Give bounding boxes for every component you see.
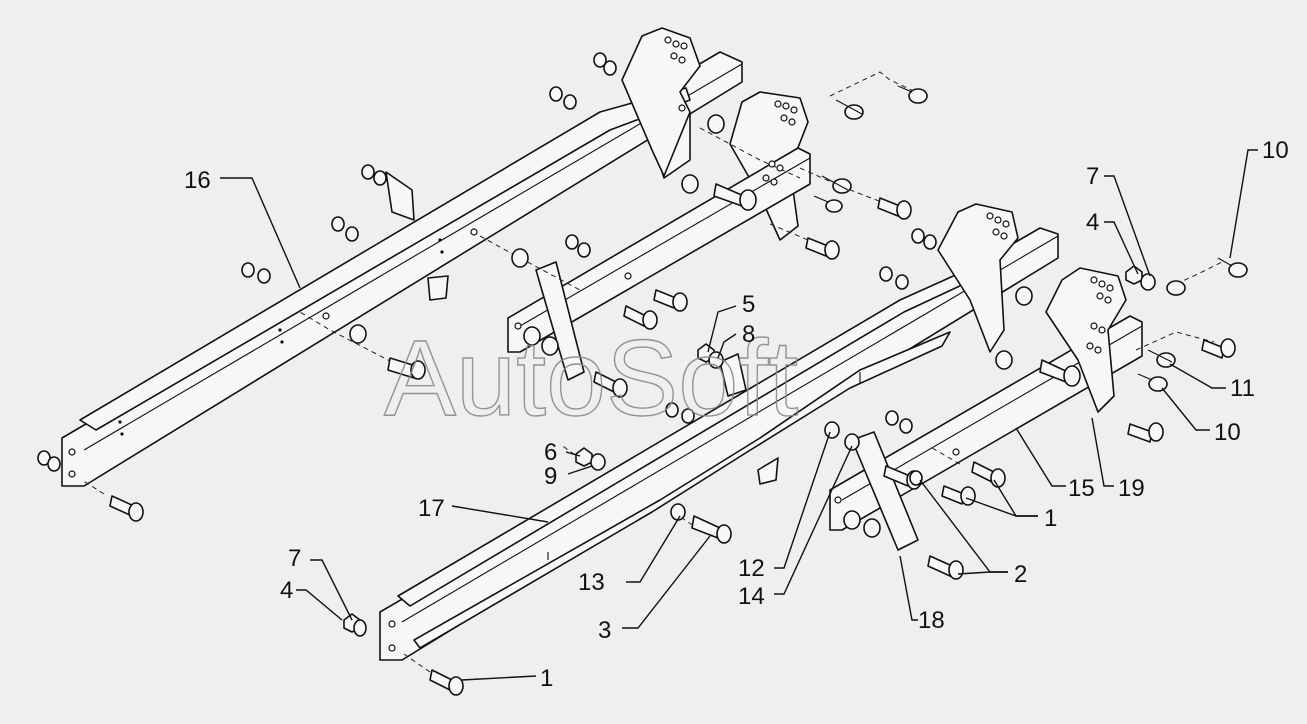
bolt-i	[941, 485, 976, 506]
bolt-l	[1039, 359, 1081, 387]
callout-2: 2	[1014, 561, 1027, 588]
callout-4b: 4	[280, 577, 293, 604]
hardware	[37, 36, 1248, 696]
callout-11: 11	[1230, 375, 1255, 402]
bolt-h	[971, 461, 1006, 488]
bolt-k	[713, 183, 757, 211]
callout-14: 14	[738, 583, 765, 610]
callout-8: 8	[742, 321, 755, 348]
callout-3: 3	[598, 617, 611, 644]
bolt-2	[927, 555, 964, 580]
callout-17: 17	[418, 495, 445, 522]
bolt-c	[653, 289, 688, 312]
callout-15: 15	[1068, 475, 1095, 502]
callout-1b: 1	[540, 665, 553, 692]
nut-washer-4a	[1125, 265, 1156, 291]
lynch-pins	[813, 85, 1248, 392]
callout-1a: 1	[1044, 505, 1057, 532]
callout-18: 18	[918, 607, 945, 634]
nut-washer-misc	[37, 52, 1033, 538]
bolt-e	[805, 237, 840, 260]
callout-10a: 10	[1262, 137, 1289, 164]
bolt-1b	[429, 669, 464, 696]
nut-washer-6-9	[575, 447, 606, 471]
nut-washer-4b	[343, 613, 367, 637]
callout-16: 16	[184, 167, 211, 194]
plate-holes	[68, 36, 1114, 652]
bolt-1a	[109, 495, 144, 522]
callout-6: 6	[544, 439, 557, 466]
frame-rail-17	[379, 227, 1059, 661]
callout-5: 5	[742, 291, 755, 318]
bracket-18	[719, 353, 919, 551]
callouts: 16 17 7 4 1 6 9 5 8 13 3 12 14 18 1 2 15…	[184, 137, 1289, 692]
bolt-f	[1127, 422, 1164, 443]
bolt-3	[691, 515, 732, 544]
callout-12: 12	[738, 555, 765, 582]
leader-lines	[220, 149, 1258, 681]
bolt-g	[1201, 338, 1236, 359]
nut-washer-5-8	[697, 343, 724, 369]
callout-10b: 10	[1214, 419, 1241, 446]
callout-7b: 7	[288, 545, 301, 572]
callout-13: 13	[578, 569, 605, 596]
callout-4a: 4	[1086, 209, 1099, 236]
callout-9: 9	[544, 463, 557, 490]
callout-19: 19	[1118, 475, 1145, 502]
bolt-a	[593, 371, 628, 398]
bolt-b	[623, 305, 658, 330]
watermark: AutoSoft	[384, 317, 798, 438]
bolt-d	[877, 197, 912, 220]
callout-7a: 7	[1086, 163, 1099, 190]
bolt-lower-mid	[387, 357, 426, 380]
mounting-plate-19	[937, 203, 1127, 413]
